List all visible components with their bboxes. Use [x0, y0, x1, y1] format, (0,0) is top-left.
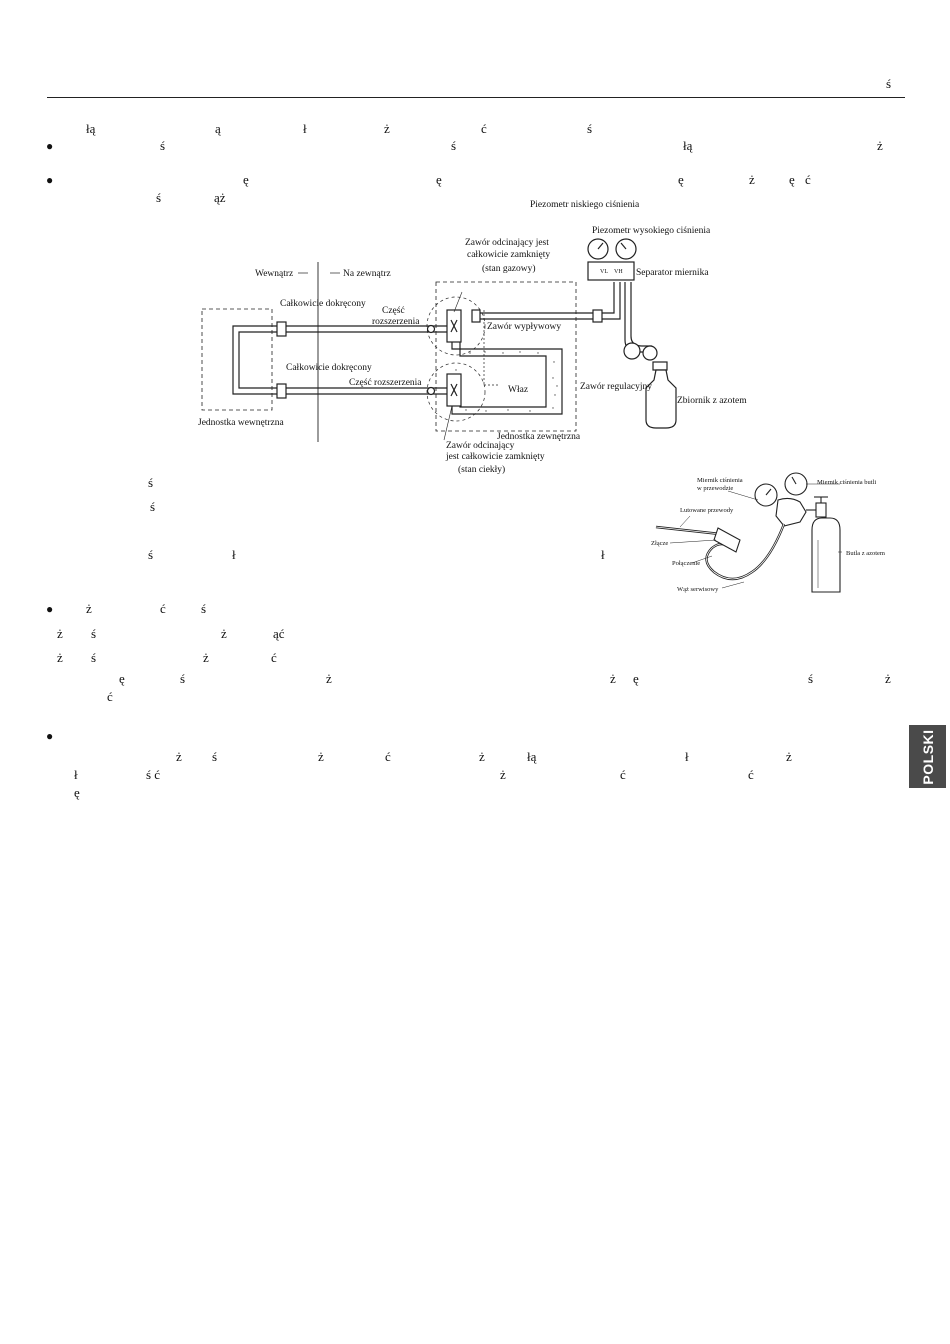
text-fragment: ł — [303, 121, 307, 136]
text-fragment: ś — [91, 650, 97, 665]
bullet-marker: ● — [46, 729, 54, 743]
language-tab-label: POLSKI — [919, 728, 936, 785]
text-fragment: ć — [620, 767, 626, 782]
text-fragment: ć — [107, 689, 113, 704]
label-flare-bottom: Część rozszerzenia — [349, 378, 422, 388]
text-fragment: ż — [384, 121, 390, 136]
label-bottle: Butla z azotem — [846, 550, 885, 557]
text-fragment: ś — [201, 601, 207, 616]
header-rule — [47, 97, 905, 98]
label-valve-gas-3: (stan gazowy) — [482, 263, 536, 274]
text-fragment: ć — [271, 650, 277, 665]
text-fragment: ąć — [273, 626, 285, 641]
text-fragment: ż — [57, 626, 63, 641]
text-fragment: ż — [877, 138, 883, 153]
label-valve-liq-3: (stan ciekły) — [458, 464, 505, 475]
text-fragment: ć — [805, 172, 811, 187]
text-fragment: ż — [203, 650, 209, 665]
label-hose: Wąż serwisowy — [677, 586, 719, 593]
text-fragment: ę — [633, 671, 639, 686]
text-fragment: ą — [215, 121, 221, 136]
header-corner-char: ś — [886, 76, 892, 91]
text-fragment: ś ć — [146, 767, 161, 782]
bullet-marker: ● — [46, 602, 54, 616]
label-flare-top-2: rozszerzenia — [372, 317, 420, 327]
label-line-gauge-1: Miernik ciśnienia — [697, 477, 743, 484]
label-valve-gas-2: całkowicie zamknięty — [467, 250, 550, 260]
text-fragment: ż — [749, 172, 755, 187]
label-vl: VL — [600, 269, 608, 275]
text-fragment: ś — [160, 138, 166, 153]
label-inside: Wewnątrz — [255, 269, 293, 279]
text-fragment: łą — [86, 121, 96, 136]
text-fragment: ż — [500, 767, 506, 782]
label-reg-valve: Zawór regulacyjny — [580, 382, 652, 392]
label-outlet-valve: Zawór wypływowy — [487, 322, 561, 332]
label-tight-bottom: Całkowicie dokręcony — [286, 363, 372, 373]
text-fragment: ł — [74, 767, 78, 782]
label-line-gauge-2: w przewodzie — [697, 485, 733, 492]
text-fragment: ż — [326, 671, 332, 686]
text-fragment: ć — [748, 767, 754, 782]
text-fragment: ż — [885, 671, 891, 686]
text-fragment: ę — [74, 785, 80, 800]
text-fragment: ć — [481, 121, 487, 136]
text-fragment: ę — [119, 671, 125, 686]
text-fragment: ć — [385, 749, 391, 764]
text-fragment: ąż — [214, 190, 226, 205]
label-valve-gas-1: Zawór odcinający jest — [465, 238, 549, 248]
bullet-marker: ● — [46, 173, 54, 187]
label-tight-top: Całkowicie dokręcony — [280, 299, 366, 309]
text-fragment: ć — [160, 601, 166, 616]
text-fragment: ę — [789, 172, 795, 187]
text-fragment: ż — [318, 749, 324, 764]
text-fragment: ś — [451, 138, 457, 153]
text-fragment: ę — [436, 172, 442, 187]
text-fragment: ż — [86, 601, 92, 616]
brazing-nitrogen-diagram: Miernik ciśnienia w przewodzie Miernik c… — [651, 472, 885, 593]
text-fragment: ł — [601, 547, 605, 562]
text-fragment: ś — [148, 547, 154, 562]
label-indoor-unit: Jednostka wewnętrzna — [198, 418, 285, 428]
text-fragment: łą — [527, 749, 537, 764]
language-tab: POLSKI — [909, 725, 946, 788]
text-fragment: ś — [156, 190, 162, 205]
text-fragment: ś — [91, 626, 97, 641]
text-fragment: ę — [243, 172, 249, 187]
label-manifold: Separator miernika — [636, 268, 709, 278]
text-fragment: ś — [148, 475, 154, 490]
text-fragment: ż — [610, 671, 616, 686]
label-high-gauge: Piezometr wysokiego ciśnienia — [592, 226, 711, 236]
label-bottle-gauge: Miernik ciśnienia butli — [817, 479, 876, 486]
text-fragment: łą — [683, 138, 693, 153]
text-fragment: ś — [587, 121, 593, 136]
text-fragment: ł — [685, 749, 689, 764]
text-fragment: ś — [212, 749, 218, 764]
text-fragment: ś — [180, 671, 186, 686]
text-fragment: ż — [786, 749, 792, 764]
bullet-marker: ● — [46, 139, 54, 153]
label-brazed-pipe: Lutowane przewody — [680, 507, 734, 514]
text-fragment: ż — [176, 749, 182, 764]
text-fragment: ś — [808, 671, 814, 686]
label-outdoor-unit: Jednostka zewnętrzna — [497, 432, 581, 442]
label-vh: VH — [614, 269, 623, 275]
label-flare-top-1: Część — [382, 306, 405, 316]
label-low-gauge: Piezometr niskiego ciśnienia — [530, 200, 640, 210]
label-connection: Połączenie — [672, 560, 700, 567]
label-hatch: Właz — [508, 385, 528, 395]
text-fragment: ę — [678, 172, 684, 187]
text-fragment: ż — [221, 626, 227, 641]
text-fragment: ż — [57, 650, 63, 665]
text-fragment: ż — [479, 749, 485, 764]
text-fragment: ł — [232, 547, 236, 562]
text-fragment: ś — [150, 499, 156, 514]
label-valve-liq-2: jest całkowicie zamknięty — [445, 452, 545, 462]
pressure-test-diagram: Piezometr niskiego ciśnienia Piezometr w… — [198, 200, 747, 475]
label-valve-liq-1: Zawór odcinający — [446, 441, 515, 451]
label-joint: Złącze — [651, 540, 668, 547]
label-outside: Na zewnątrz — [343, 269, 391, 279]
label-nitrogen-tank: Zbiornik z azotem — [677, 396, 747, 406]
